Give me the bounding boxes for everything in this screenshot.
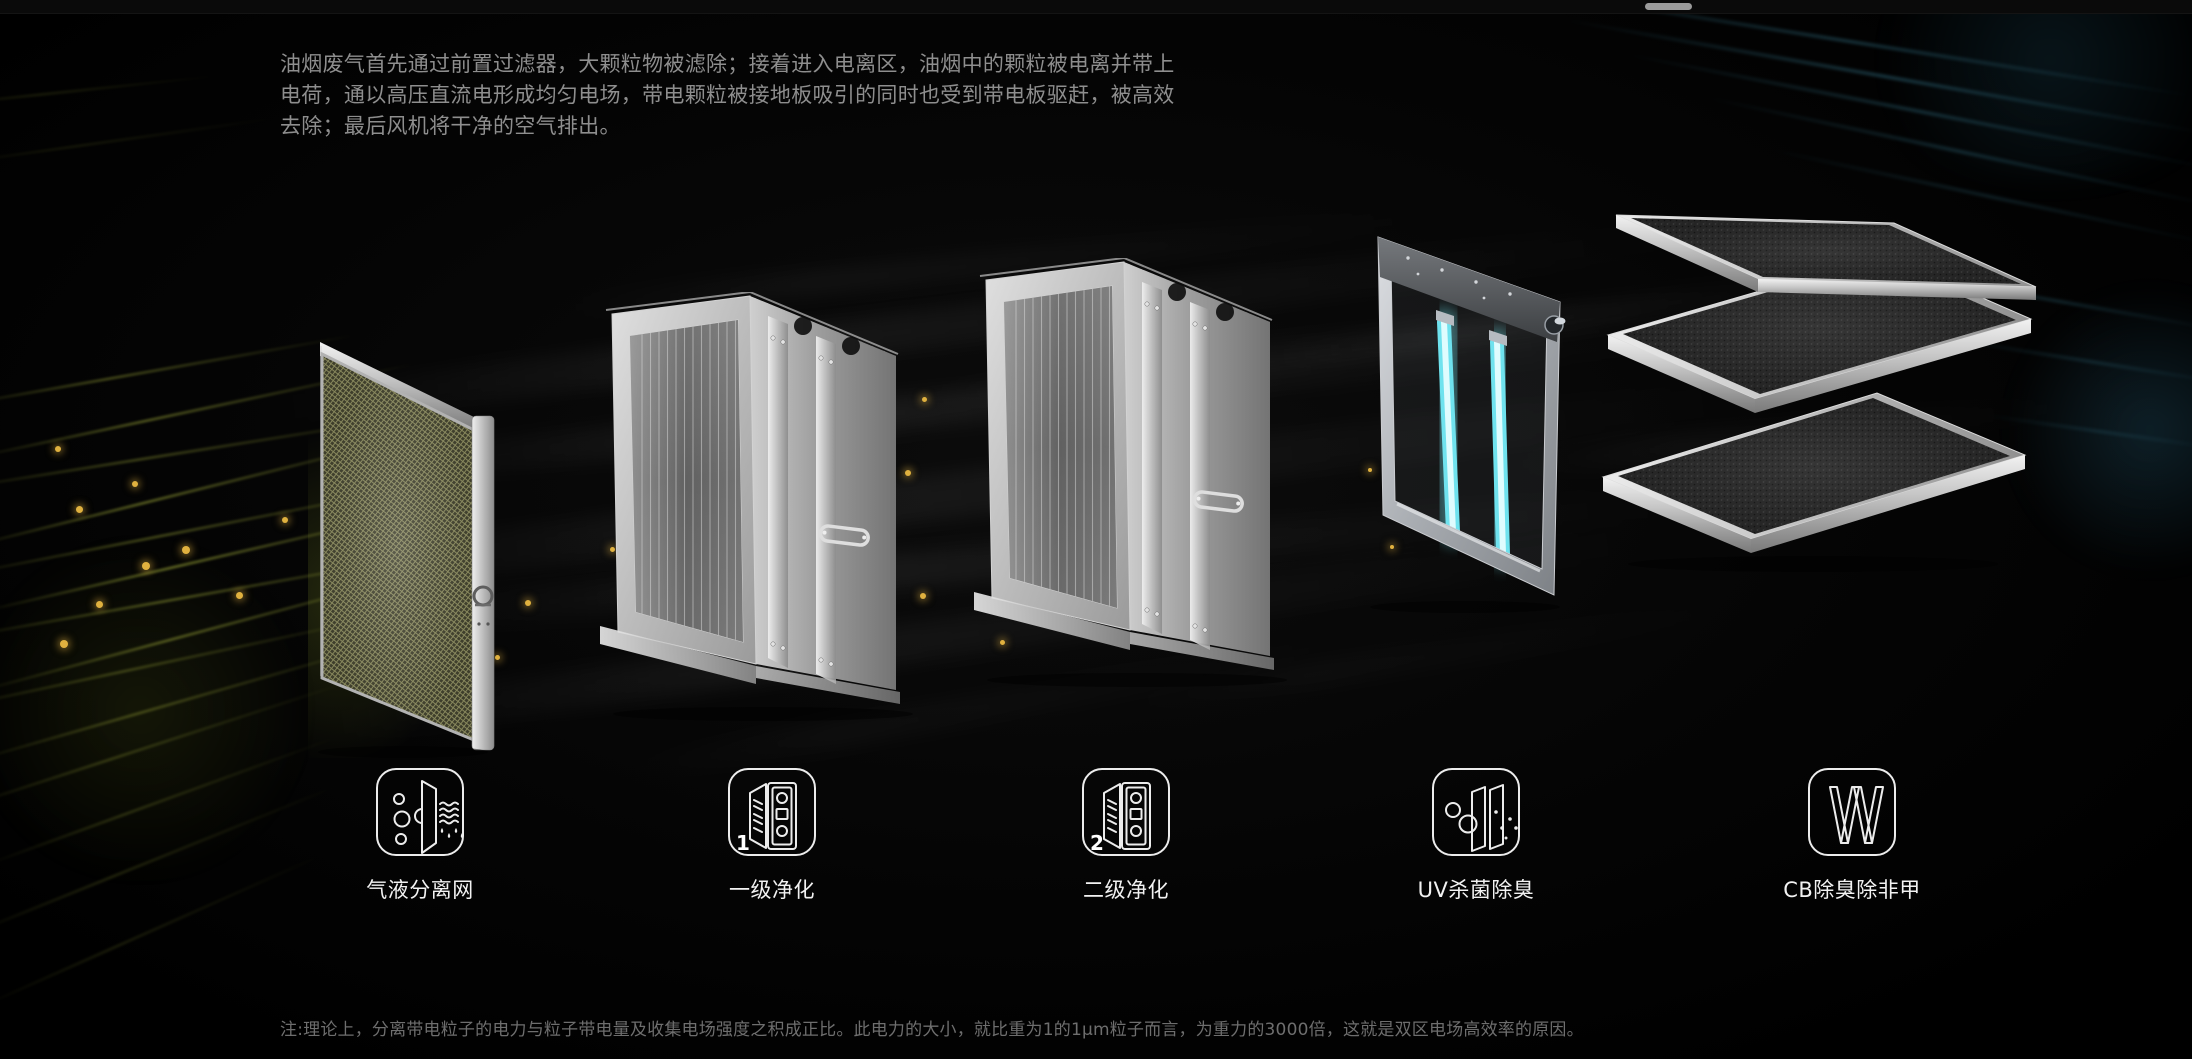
yellow-streak (0, 781, 346, 942)
stage-label: 气液分离网 (366, 878, 474, 902)
stage-label: UV杀菌除臭 (1417, 878, 1535, 902)
secondary-purification-icon: 2 (1082, 768, 1170, 856)
cb-deodorization-icon (1808, 768, 1896, 856)
stage-label: 二级净化 (1083, 878, 1169, 902)
top-scrollbar-track (0, 0, 2192, 14)
footnote: 注:理论上，分离带电粒子的电力与粒子带电量及收集电场强度之积成正比。此电力的大小… (280, 1020, 1584, 1040)
blue-glow-top-right (1840, 0, 2192, 180)
uv-sterilization-icon (1432, 768, 1520, 856)
particle-dot (525, 600, 531, 606)
stage-item-primary-purification: 1 一级净化 (662, 764, 882, 904)
blue-streak (1705, 95, 2192, 208)
particle-dot (142, 562, 150, 570)
particle-dot (182, 546, 190, 554)
stage-item-secondary-purification: 2 二级净化 (1016, 764, 1236, 904)
stage-visual-mesh-panel (308, 342, 495, 758)
stage-label: CB除臭除非甲 (1783, 878, 1921, 902)
gas-liquid-mesh-icon (376, 768, 464, 856)
stage-item-cb-deodorization: CB除臭除非甲 (1742, 764, 1962, 904)
stage-item-gas-liquid-mesh: 气液分离网 (310, 764, 530, 904)
stage-visual-carbon-stack (1601, 214, 2037, 572)
stage-label: 一级净化 (729, 878, 815, 902)
blue-streak (1504, 0, 2192, 98)
green-glow (0, 540, 320, 880)
stage-item-uv-sterilization: UV杀菌除臭 (1366, 764, 1586, 904)
yellow-streak (0, 735, 340, 868)
stage-visual-primary-esp (600, 292, 913, 721)
yellow-streak (0, 680, 351, 813)
yellow-streak (0, 74, 220, 109)
particle-dot (60, 640, 68, 648)
particle-dot (76, 506, 83, 513)
particle-dot (55, 446, 61, 452)
stage-visual-secondary-esp (974, 258, 1287, 687)
primary-purification-icon: 1 (728, 768, 816, 856)
yellow-streak (0, 116, 279, 167)
yellow-streak (0, 852, 325, 1011)
blue-streak (1564, 18, 2192, 135)
intro-paragraph: 油烟废气首先通过前置过滤器，大颗粒物被滤除；接着进入电离区，油烟中的颗粒被电离并… (280, 52, 1175, 138)
scrollbar-thumb[interactable] (1645, 3, 1692, 10)
stage-number: 2 (1090, 831, 1104, 855)
stage-number: 1 (736, 831, 750, 855)
particle-dot (132, 481, 138, 487)
blue-streak (1625, 52, 2192, 171)
particle-dot (96, 601, 103, 608)
stage-visual-uv-lamps (1370, 236, 1566, 613)
yellow-streak (0, 333, 358, 410)
particle-dot (282, 517, 288, 523)
particle-dot (236, 592, 243, 599)
